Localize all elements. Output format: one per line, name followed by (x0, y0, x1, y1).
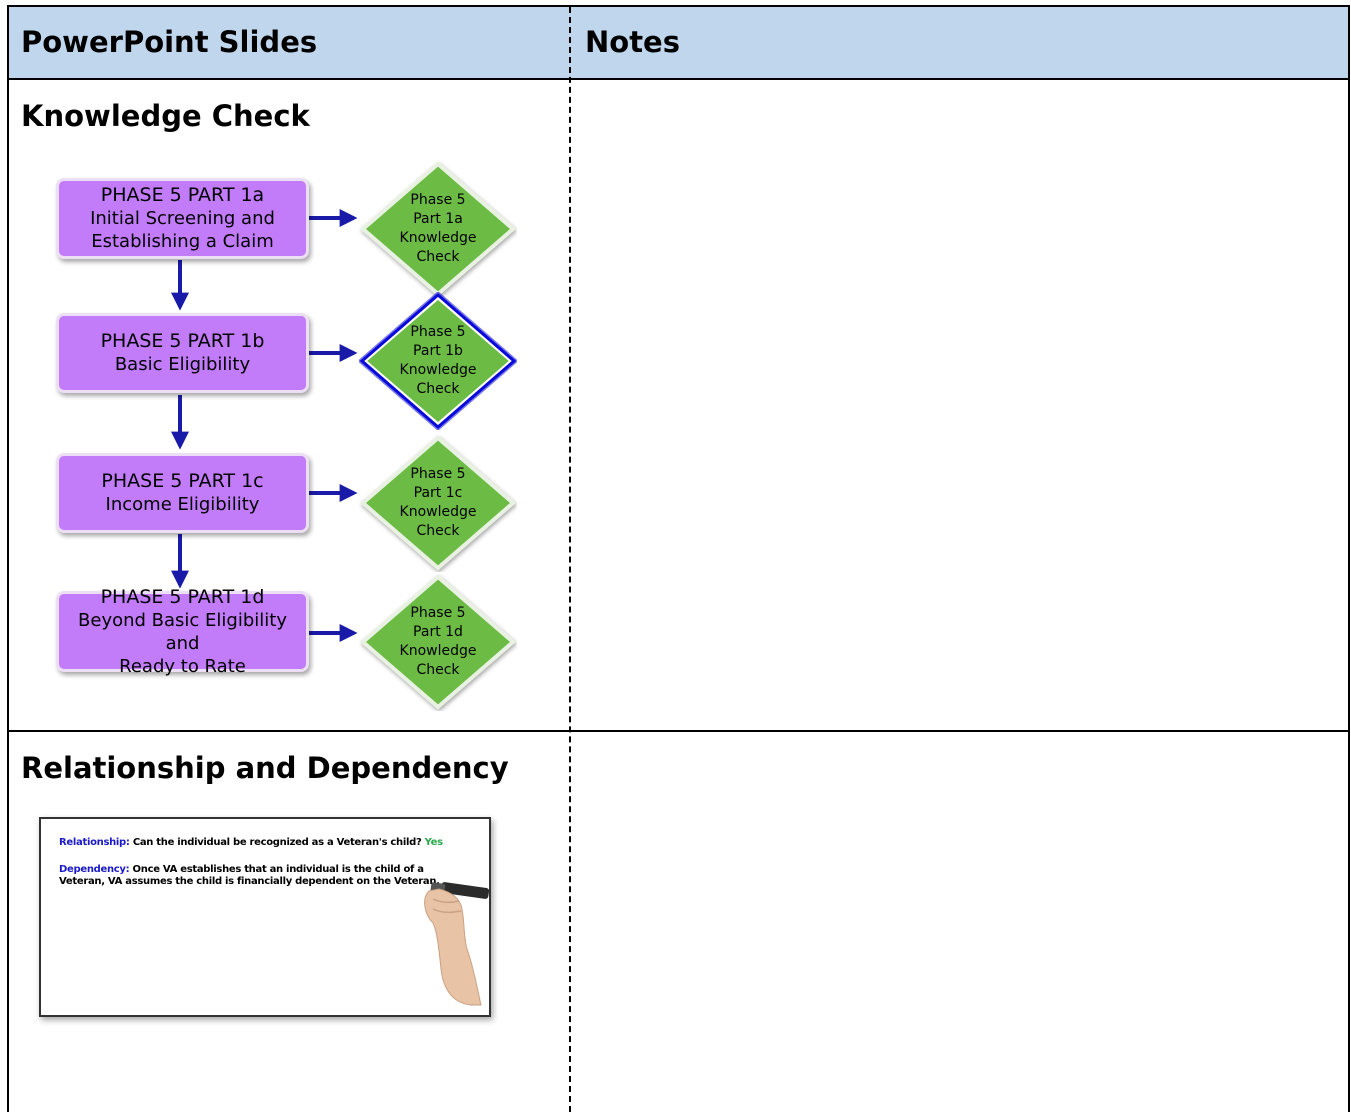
check-1d-line4: Check (416, 662, 460, 678)
check-1b-line2: Part 1b (413, 343, 463, 359)
hand-marker-illustration (424, 882, 490, 1006)
check-diamond-1d-label: Phase 5 Part 1d Knowledge Check (359, 573, 517, 711)
slide-dependency-line1: Dependency: Once VA establishes that an … (59, 864, 424, 876)
check-1c-line3: Knowledge (399, 504, 477, 520)
check-diamond-1a-label: Phase 5 Part 1a Knowledge Check (359, 160, 517, 298)
check-diamond-1b-label: Phase 5 Part 1b Knowledge Check (359, 292, 517, 430)
phase-box-1d-line2: Ready to Rate (119, 655, 246, 677)
flowchart-connectors (171, 209, 358, 642)
check-1c-line2: Part 1c (413, 485, 463, 501)
check-1a-line3: Knowledge (399, 230, 477, 246)
phase-box-1c-title: PHASE 5 PART 1c (101, 470, 264, 492)
check-1b-line4: Check (416, 381, 460, 397)
check-diamond-1c-label: Phase 5 Part 1c Knowledge Check (359, 434, 517, 572)
phase-box-1b-line1: Basic Eligibility (114, 354, 251, 375)
column-header-notes: Notes (585, 25, 680, 59)
check-diamond-1d (359, 574, 517, 710)
check-1a-line2: Part 1a (413, 211, 463, 227)
column-header-slides: PowerPoint Slides (21, 25, 318, 59)
phase-box-1c: PHASE 5 PART 1c Income Eligibility (56, 453, 309, 533)
check-1c-line4: Check (416, 523, 460, 539)
check-diamond-1b (359, 292, 517, 430)
check-1d-line2: Part 1d (413, 624, 463, 640)
notes-table: PowerPoint Slides Notes Knowledge Check … (7, 5, 1350, 1112)
phase-box-1b-title: PHASE 5 PART 1b (100, 330, 265, 352)
check-1a-line4: Check (416, 249, 460, 265)
phase-box-1a-line1: Initial Screening and (90, 208, 275, 229)
row-divider (9, 730, 1348, 732)
phase-box-1c-line1: Income Eligibility (105, 494, 260, 515)
check-1b-line3: Knowledge (399, 362, 477, 378)
phase-box-1d-line1: Beyond Basic Eligibility and (78, 609, 287, 654)
row-title-knowledge-check: Knowledge Check (21, 99, 310, 133)
slide-dependency-text1: Once VA establishes that an individual i… (132, 864, 424, 875)
phase-box-1a-title: PHASE 5 PART 1a (100, 184, 265, 206)
check-diamond-1c (359, 435, 517, 571)
slide-relationship-label: Relationship: (59, 837, 130, 848)
table-header: PowerPoint Slides Notes (9, 7, 1348, 80)
phase-box-1b: PHASE 5 PART 1b Basic Eligibility (56, 313, 309, 393)
phase-box-1a: PHASE 5 PART 1a Initial Screening and Es… (56, 178, 309, 259)
row-title-relationship-dependency: Relationship and Dependency (21, 751, 509, 785)
phase-box-1a-line2: Establishing a Claim (91, 231, 274, 252)
slide-relationship-answer: Yes (424, 837, 443, 848)
slide-relationship-text: Can the individual be recognized as a Ve… (132, 837, 422, 848)
check-1c-line1: Phase 5 (410, 466, 466, 482)
column-divider (569, 7, 571, 1112)
check-1b-line1: Phase 5 (410, 324, 466, 340)
slide-thumbnail: Relationship: Can the individual be reco… (39, 817, 491, 1017)
slide-relationship-line: Relationship: Can the individual be reco… (59, 837, 443, 849)
check-1d-line3: Knowledge (399, 643, 477, 659)
check-1a-line1: Phase 5 (410, 192, 466, 208)
check-1d-line1: Phase 5 (410, 605, 466, 621)
phase-box-1d-title: PHASE 5 PART 1d (100, 585, 265, 608)
slide-dependency-label: Dependency: (59, 864, 130, 875)
phase-box-1d: PHASE 5 PART 1d Beyond Basic Eligibility… (56, 586, 309, 677)
slide-dependency-text2: Veteran, VA assumes the child is financi… (59, 876, 440, 887)
